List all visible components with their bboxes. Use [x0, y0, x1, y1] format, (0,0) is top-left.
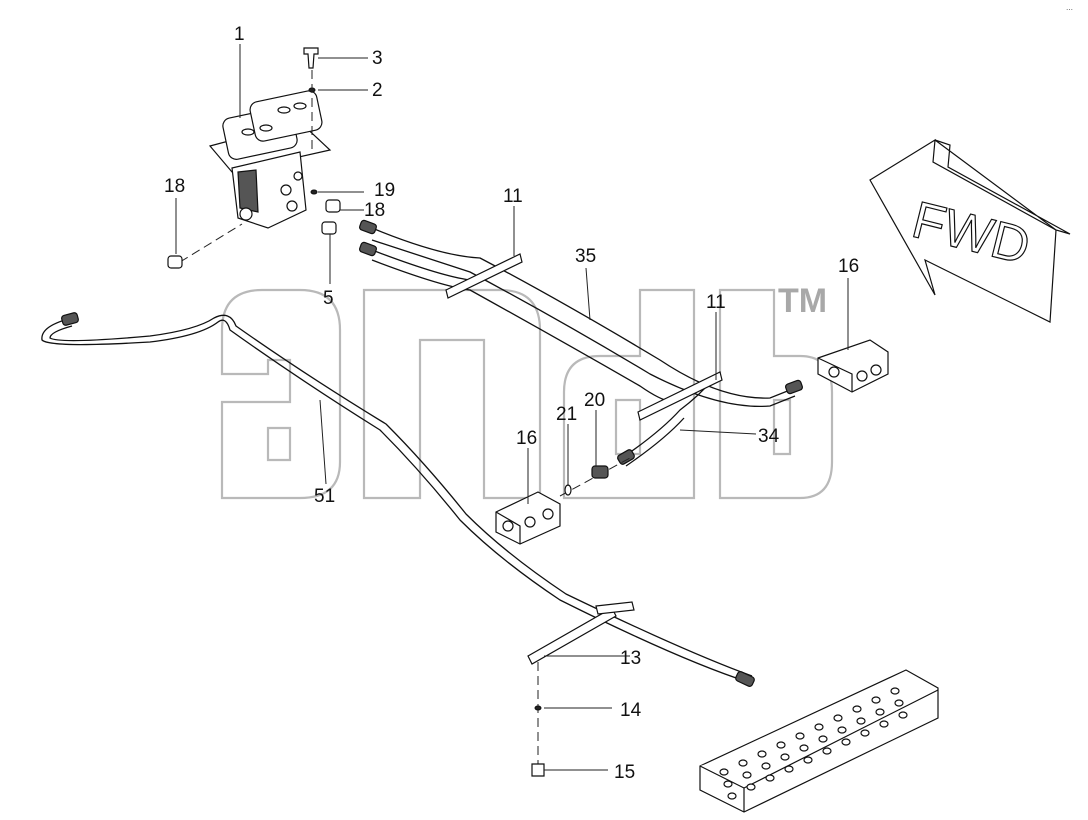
seal-21 — [564, 484, 572, 496]
terminal-hole — [757, 750, 767, 758]
terminal-hole — [742, 771, 752, 779]
callout-labels: 1 3 2 18 19 18 11 35 16 5 11 21 20 16 34… — [164, 24, 859, 783]
valve-port — [280, 184, 292, 196]
terminal-hole — [875, 708, 885, 716]
callout-16: 16 — [838, 256, 859, 277]
pedal-screw — [259, 124, 273, 132]
seal-19 — [310, 189, 318, 195]
terminal-hole — [803, 756, 813, 764]
terminal-hole — [719, 768, 729, 776]
watermark-letter-1 — [220, 288, 342, 500]
terminal-hole — [856, 717, 866, 725]
hose-end-fitting — [359, 219, 377, 235]
callout-5: 5 — [323, 288, 334, 309]
valve-port — [293, 171, 303, 181]
bracket-13 — [527, 607, 617, 665]
washer-14 — [534, 705, 542, 711]
callout-21: 21 — [556, 404, 577, 425]
forward-arrow: FWD — [869, 138, 1071, 323]
terminal-hole — [841, 738, 851, 746]
callout-11: 11 — [706, 292, 726, 313]
callout-16: 16 — [516, 428, 537, 449]
hose-51-fitting — [61, 312, 79, 326]
fitting-axis — [179, 223, 243, 263]
terminal-hole — [723, 780, 733, 788]
terminal-hole — [727, 792, 737, 800]
pedal-screw — [277, 106, 291, 114]
hose-35 — [359, 219, 803, 408]
forward-arrow-body — [869, 138, 1057, 323]
control-valve — [208, 90, 332, 229]
terminal-hole — [765, 774, 775, 782]
fitting-18-right — [325, 199, 341, 213]
watermark-letter-2 — [362, 288, 542, 500]
callout-19: 19 — [374, 180, 395, 201]
manifold-block-upper — [817, 339, 889, 393]
callout-18: 18 — [364, 200, 385, 221]
callout-15: 15 — [614, 762, 635, 783]
hose-end-fitting — [359, 241, 377, 257]
terminal-hole — [799, 744, 809, 752]
terminal-hole — [871, 696, 881, 704]
nut-15 — [531, 763, 545, 777]
hose-51-fitting — [735, 671, 755, 687]
terminal-hole — [814, 723, 824, 731]
terminal-hole — [818, 735, 828, 743]
terminal-hole — [860, 729, 870, 737]
callout-18: 18 — [164, 176, 185, 197]
bracket-13-tab — [595, 601, 635, 615]
terminal-hole — [879, 720, 889, 728]
callout-2: 2 — [372, 80, 383, 101]
terminal-hole — [890, 687, 900, 695]
hose-34-fitting — [617, 449, 635, 465]
callout-14: 14 — [620, 700, 642, 721]
hose-end-fitting — [785, 379, 803, 395]
terminal-hole — [852, 705, 862, 713]
callout-51: 51 — [314, 486, 335, 507]
hose-51 — [41, 312, 755, 687]
callout-20: 20 — [584, 390, 605, 411]
watermark-letter-3 — [562, 288, 696, 500]
terminal-block — [699, 669, 939, 813]
manifold-block-lower — [495, 491, 561, 545]
callout-3: 3 — [372, 48, 383, 69]
leader-lines — [175, 44, 849, 771]
terminal-hole — [795, 732, 805, 740]
terminal-hole — [833, 714, 843, 722]
terminal-hole — [761, 762, 771, 770]
fitting-18-left — [167, 255, 183, 269]
watermark-trademark: TM — [778, 282, 827, 320]
fitting-20 — [591, 465, 609, 479]
watermark-letter-4 — [718, 288, 834, 500]
forward-arrow-side — [934, 139, 1071, 235]
pedal-screw — [241, 128, 255, 136]
callout-1: 1 — [234, 24, 245, 45]
hose-34-inner — [625, 417, 685, 467]
terminal-hole — [894, 699, 904, 707]
terminal-hole — [784, 765, 794, 773]
terminal-hole — [776, 741, 786, 749]
terminal-hole — [898, 711, 908, 719]
watermark-logo: TM — [220, 282, 834, 500]
callout-34: 34 — [758, 426, 780, 447]
pedal-screw — [293, 102, 307, 110]
terminal-hole — [837, 726, 847, 734]
callout-35: 35 — [575, 246, 596, 267]
terminal-hole — [780, 753, 790, 761]
bolt — [303, 47, 319, 69]
valve-body-shade — [237, 169, 259, 213]
callout-11: 11 — [503, 186, 523, 207]
bracket-11-upper — [445, 253, 523, 299]
valve-port — [239, 207, 253, 221]
callout-13: 13 — [620, 648, 641, 669]
corner-mark: ⋯ — [1066, 7, 1073, 14]
terminal-hole — [746, 783, 756, 791]
terminal-hole — [738, 759, 748, 767]
terminal-hole — [822, 747, 832, 755]
bracket-11-lower — [637, 371, 723, 421]
valve-port — [286, 200, 298, 212]
fitting-5 — [321, 221, 337, 235]
